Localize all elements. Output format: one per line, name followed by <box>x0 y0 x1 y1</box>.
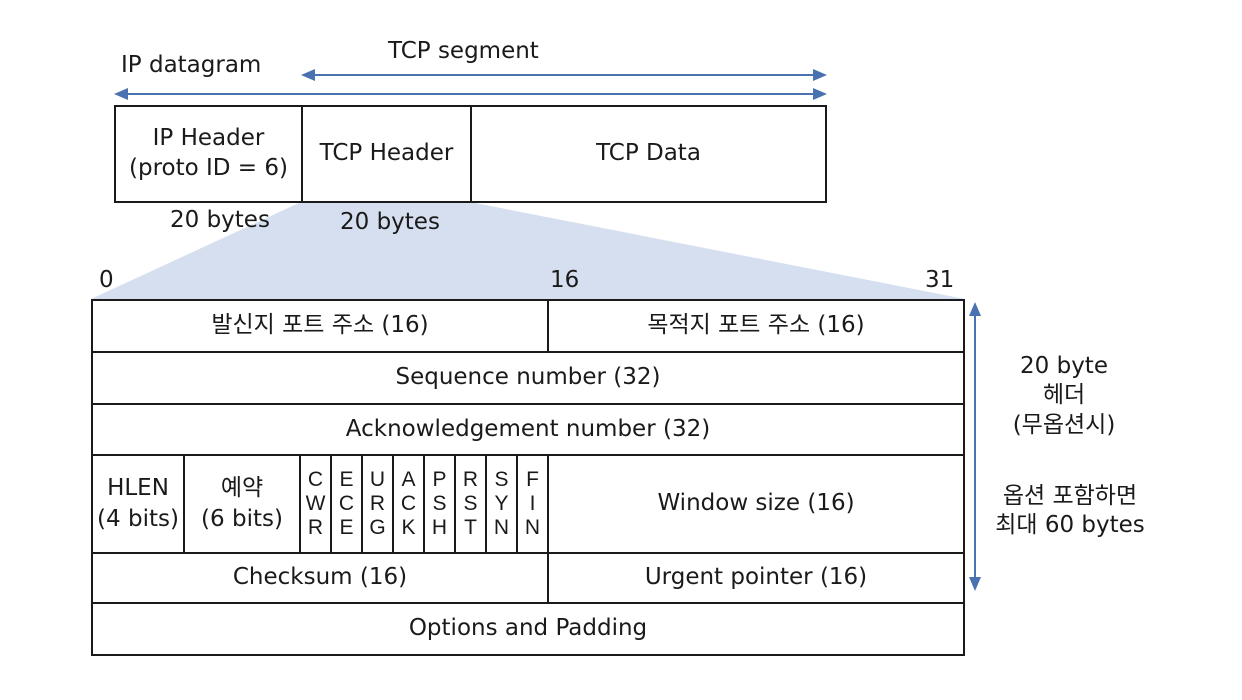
hlen-cell: HLEN (4 bits) <box>93 456 185 554</box>
bit-marker-16: 16 <box>550 267 580 293</box>
options-padding-cell: Options and Padding <box>408 615 648 642</box>
tcp-header-size-label: 20 bytes <box>340 209 440 235</box>
tcp-segment-label: TCP segment <box>388 38 539 64</box>
flag-letter: E <box>339 467 354 491</box>
window-size-cell: Window size (16) <box>549 456 963 554</box>
ip-header-box: IP Header (proto ID = 6) <box>114 105 303 203</box>
flag-letter: C <box>338 491 355 515</box>
header-projection <box>91 202 965 299</box>
ip-header-size-label: 20 bytes <box>170 207 270 233</box>
flag-letter: G <box>369 516 386 540</box>
tcp-data-box: TCP Data <box>470 105 827 203</box>
ip-datagram-label: IP datagram <box>121 52 262 78</box>
flag-letter: S <box>463 491 478 515</box>
flag-letter: E <box>339 516 354 540</box>
header-length-arrow <box>969 302 981 591</box>
sequence-number-cell: Sequence number (32) <box>93 353 963 405</box>
flag-letter: R <box>369 491 386 515</box>
tcp-header-box: TCP Header <box>301 105 472 203</box>
destination-port-cell: 목적지 포트 주소 (16) <box>549 301 963 353</box>
checksum-cell: Checksum (16) <box>93 554 549 604</box>
flag-letter: U <box>369 467 386 491</box>
flag-letter: C <box>307 467 324 491</box>
flag-letter: S <box>432 491 447 515</box>
flag-letter: N <box>493 516 510 540</box>
ip-datagram-arrow <box>114 88 827 100</box>
tcp-header-table: 발신지 포트 주소 (16) 목적지 포트 주소 (16) Sequence n… <box>91 299 965 656</box>
flag-letter: N <box>524 516 541 540</box>
source-port-cell: 발신지 포트 주소 (16) <box>93 301 549 353</box>
flag-letter: W <box>305 491 326 515</box>
flag-letter: I <box>529 491 536 515</box>
flag-letter: C <box>400 491 417 515</box>
min-header-note: 20 byte 헤더 (무옵션시) <box>1012 353 1116 438</box>
tcp-segment-arrow <box>301 69 827 81</box>
urgent-pointer-cell: Urgent pointer (16) <box>549 554 963 604</box>
flag-letter: K <box>401 516 416 540</box>
bit-marker-31: 31 <box>925 267 955 293</box>
flag-letter: H <box>431 516 448 540</box>
flag-letter: S <box>494 467 509 491</box>
flag-letter: R <box>462 467 479 491</box>
max-header-note: 옵션 포함하면 최대 60 bytes <box>995 483 1145 539</box>
flag-letter: P <box>432 467 447 491</box>
reserved-cell: 예약 (6 bits) <box>185 456 301 554</box>
flag-letter: A <box>401 467 416 491</box>
flag-letter: Y <box>494 491 509 515</box>
flag-letter: R <box>307 516 324 540</box>
flag-letter: F <box>526 467 539 491</box>
bit-marker-0: 0 <box>99 267 114 293</box>
acknowledgement-number-cell: Acknowledgement number (32) <box>93 405 963 456</box>
flag-letter: T <box>464 516 477 540</box>
